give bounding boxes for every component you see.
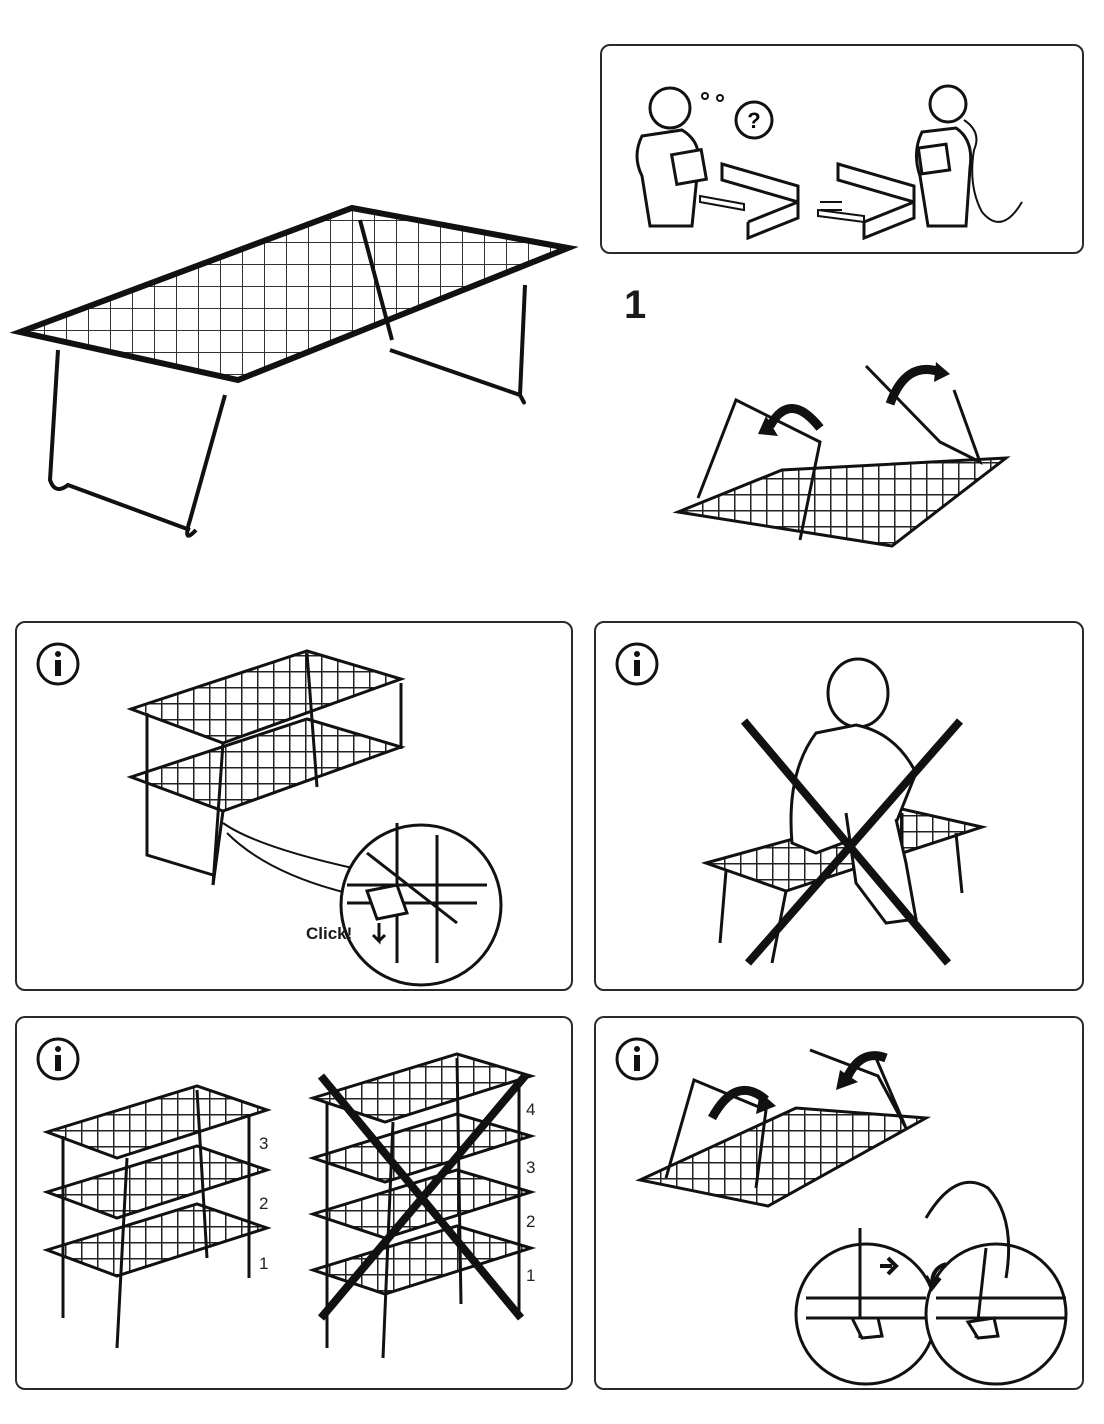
svg-text:?: ? bbox=[747, 108, 760, 133]
info-icon bbox=[615, 1037, 659, 1081]
rotation-arrow-icon bbox=[708, 1085, 776, 1121]
stacked-shelves-illustration bbox=[126, 649, 503, 987]
tier-label: 4 bbox=[526, 1100, 536, 1119]
cross-out-icon bbox=[317, 1073, 529, 1321]
question-mark-icon: ? bbox=[734, 100, 774, 140]
info-icon bbox=[615, 642, 659, 686]
folding-panel bbox=[594, 1016, 1084, 1390]
rotation-arrow-icon bbox=[836, 1051, 888, 1090]
cross-out-icon bbox=[740, 718, 964, 966]
info-icon bbox=[36, 642, 80, 686]
tier-limit-panel: 3 2 1 4 3 2 1 bbox=[15, 1016, 573, 1390]
tier-label: 1 bbox=[259, 1254, 269, 1273]
tier-label: 3 bbox=[526, 1158, 536, 1177]
rotation-arrow-icon bbox=[758, 404, 824, 436]
help-illustration: ? bbox=[635, 84, 1023, 241]
rotation-arrow-icon bbox=[885, 362, 950, 406]
help-panel: ? bbox=[600, 44, 1084, 254]
info-icon bbox=[36, 1037, 80, 1081]
tier-label: 2 bbox=[526, 1212, 536, 1231]
no-sitting-panel bbox=[594, 621, 1084, 991]
three-tier-stack-illustration bbox=[42, 1084, 272, 1349]
step-number: 1 bbox=[624, 283, 647, 327]
click-label: Click! bbox=[306, 924, 353, 943]
stacking-click-panel: Click! bbox=[15, 621, 573, 991]
product-overview-illustration bbox=[9, 204, 579, 538]
tier-label: 1 bbox=[526, 1266, 536, 1285]
child-sitting-illustration bbox=[700, 657, 988, 966]
tier-label: 3 bbox=[259, 1134, 269, 1153]
step-1-illustration bbox=[672, 362, 1011, 548]
tier-label: 2 bbox=[259, 1194, 269, 1213]
folding-legs-illustration bbox=[635, 1048, 1068, 1386]
four-tier-stack-illustration bbox=[308, 1052, 537, 1359]
